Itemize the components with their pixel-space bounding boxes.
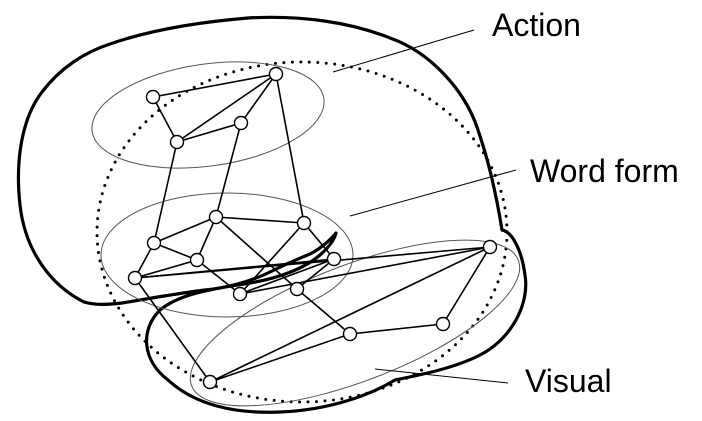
edge (239, 258, 335, 295)
edge (196, 259, 241, 295)
edge (152, 73, 277, 98)
action-node (169, 134, 185, 150)
edge (134, 246, 491, 279)
word-form-leader-line (349, 169, 517, 217)
action-node (233, 115, 249, 131)
edge (215, 216, 305, 224)
action-node (145, 89, 161, 105)
edge (209, 246, 491, 383)
edge (134, 259, 198, 279)
visual-node (202, 374, 218, 390)
edge (153, 141, 178, 244)
visual-label: Visual (525, 363, 612, 399)
edge (134, 277, 211, 383)
edge (176, 122, 242, 143)
edge (153, 216, 217, 244)
edge (275, 73, 305, 224)
action-leader-line (332, 29, 475, 73)
edge (196, 216, 217, 261)
hemisphere-dotted-outline (95, 60, 509, 404)
edge (296, 288, 351, 335)
word-form-node (189, 252, 205, 268)
edge (303, 222, 335, 260)
network-nodes (127, 66, 498, 390)
edge (240, 73, 277, 124)
brain-outline (16, 15, 528, 414)
visual-region-ellipse (189, 239, 521, 407)
edge (153, 242, 198, 261)
edge (152, 96, 178, 143)
edge (296, 258, 335, 290)
edge (239, 246, 491, 295)
word-form-node (146, 235, 162, 251)
word-form-node (127, 270, 143, 286)
edge (239, 222, 305, 295)
network-edges (134, 73, 491, 383)
edge (176, 73, 277, 143)
visual-node (342, 326, 358, 342)
action-label: Action (492, 7, 581, 43)
word-form-node (289, 281, 305, 297)
visual-node (435, 316, 451, 332)
action-region-ellipse (91, 61, 325, 169)
edge (349, 323, 444, 335)
word-form-node (208, 209, 224, 225)
word-form-node (232, 286, 248, 302)
word-form-label: Word form (530, 153, 679, 189)
edge (215, 122, 242, 218)
visual-node (482, 239, 498, 255)
action-node (268, 66, 284, 82)
edge (442, 246, 491, 325)
visual-leader-line (374, 368, 509, 384)
edge (209, 333, 351, 383)
word-form-node (296, 215, 312, 231)
word-form-region-ellipse (100, 192, 354, 318)
word-form-node (326, 251, 342, 267)
